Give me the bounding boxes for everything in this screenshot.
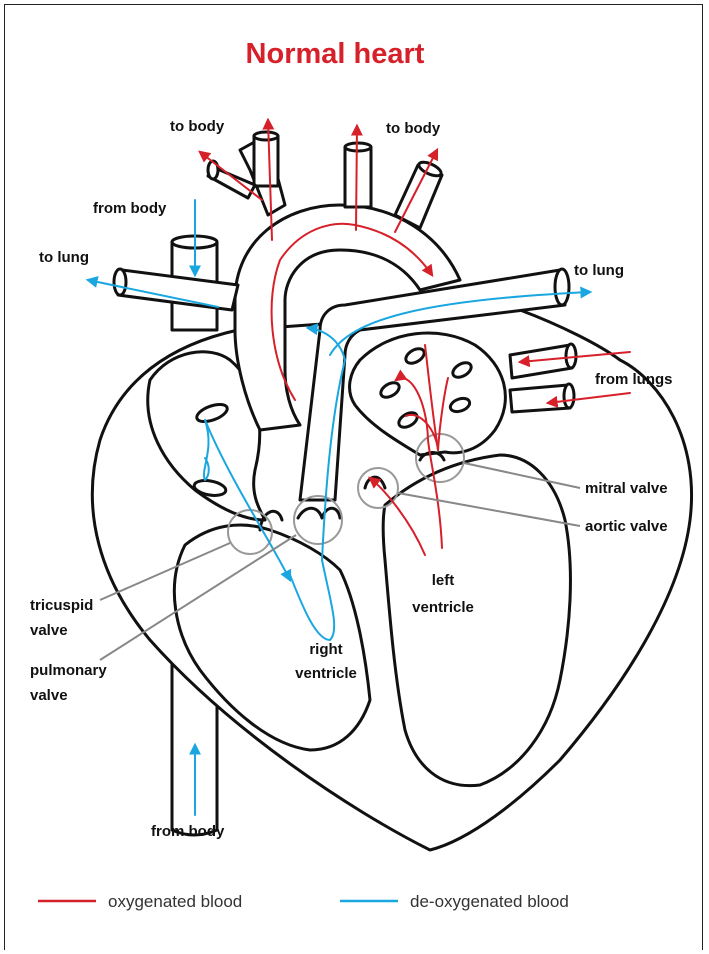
label-tricuspid-1: tricuspid xyxy=(30,597,93,614)
label-to-lung-left: to lung xyxy=(39,249,89,266)
label-pulmonary-1: pulmonary xyxy=(30,662,107,679)
to-body-right-arrow-up xyxy=(356,126,357,230)
label-aortic-valve: aortic valve xyxy=(585,518,668,535)
label-from-lungs: from lungs xyxy=(595,371,673,388)
label-right-ventricle-2: ventricle xyxy=(295,665,357,682)
label-tricuspid-2: valve xyxy=(30,622,68,639)
label-mitral-valve: mitral valve xyxy=(585,480,668,497)
label-left-ventricle-1: left xyxy=(432,572,455,589)
label-to-body-right: to body xyxy=(386,120,441,137)
diagram-title: Normal heart xyxy=(246,38,425,70)
label-left-ventricle-2: ventricle xyxy=(412,599,474,616)
legend-oxygenated-label: oxygenated blood xyxy=(108,892,242,911)
legend: oxygenated blood de-oxygenated blood xyxy=(38,892,569,911)
label-to-body-left: to body xyxy=(170,118,225,135)
label-from-body-top: from body xyxy=(93,200,167,217)
label-from-body-bottom: from body xyxy=(151,823,225,840)
legend-deoxygenated-label: de-oxygenated blood xyxy=(410,892,569,911)
label-right-ventricle-1: right xyxy=(309,641,342,658)
label-pulmonary-2: valve xyxy=(30,687,68,704)
label-to-lung-right: to lung xyxy=(574,262,624,279)
